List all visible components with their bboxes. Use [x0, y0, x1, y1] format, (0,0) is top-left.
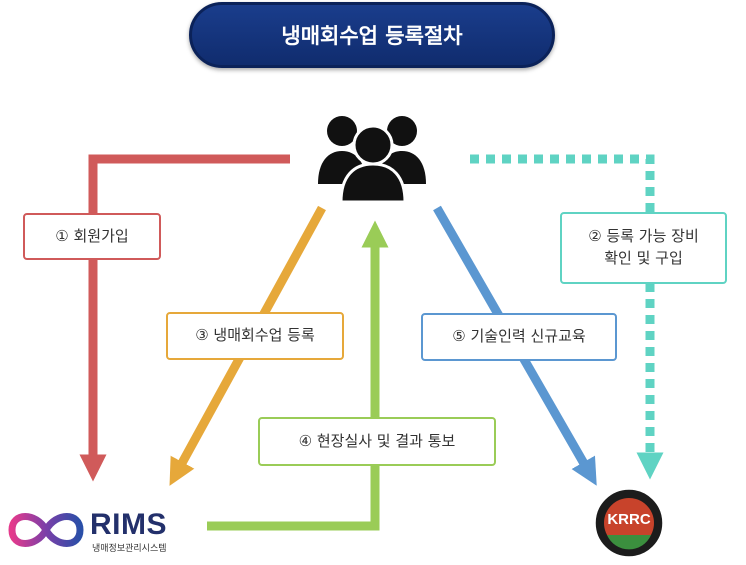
- page-title: 냉매회수업 등록절차: [189, 2, 555, 68]
- krrc-seal-icon: [594, 488, 664, 558]
- rims-logo: RIMS 냉매정보관리시스템: [4, 504, 184, 556]
- step5-training-box: ⑤ 기술인력 신규교육: [421, 313, 617, 361]
- rims-infinity-icon: [8, 513, 84, 547]
- step2-equipment-box: ② 등록 가능 장비 확인 및 구입: [560, 212, 727, 284]
- step3-registration-box: ③ 냉매회수업 등록: [166, 312, 344, 360]
- step4-inspection-box: ④ 현장실사 및 결과 통보: [258, 417, 496, 466]
- arrow-step1: [79, 154, 290, 482]
- users-group-icon: [318, 116, 426, 204]
- krrc-name: KRRC: [607, 511, 651, 528]
- arrow-step2: [470, 154, 664, 480]
- step1-signup-box: ① 회원가입: [23, 213, 161, 260]
- rims-name: RIMS: [90, 508, 167, 541]
- rims-subtitle: 냉매정보관리시스템: [92, 544, 167, 554]
- krrc-logo: KRRC: [593, 487, 665, 559]
- arrow-step4: [207, 220, 389, 531]
